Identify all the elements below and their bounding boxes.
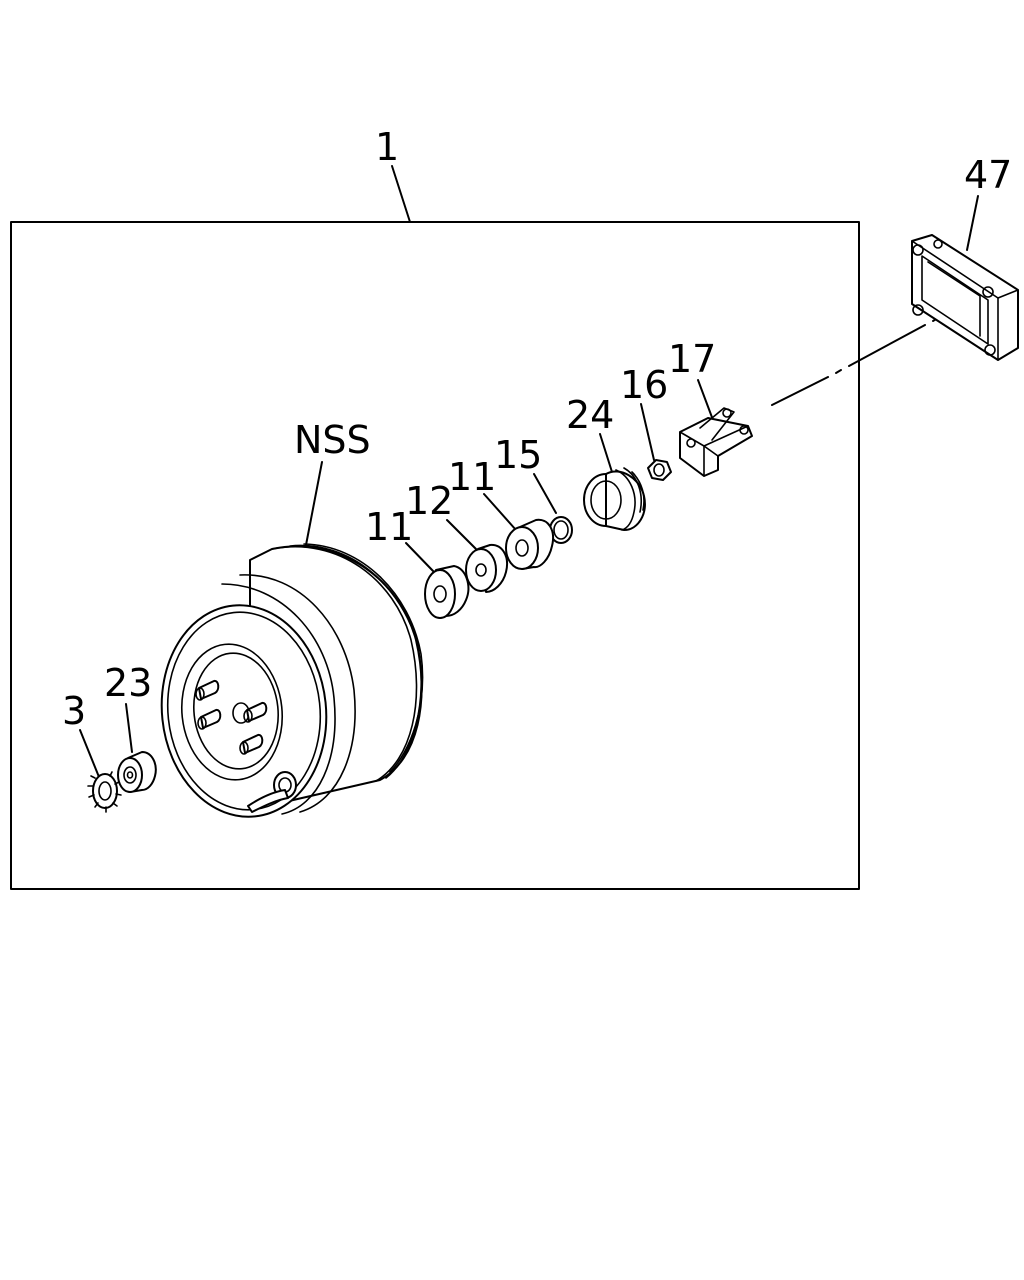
brake-booster [160,543,424,818]
callout-clevis: 17 [668,337,716,381]
callout-nut: 16 [620,363,668,407]
callout-seal: 23 [104,661,152,705]
boot [583,467,646,531]
callout-washer: 12 [405,479,453,523]
callout-lock-washer: 3 [62,689,86,733]
callout-grommet-lower: 11 [365,505,413,549]
callout-booster: NSS [294,418,371,462]
vacuum-fitting [247,771,297,813]
grommet-lower [424,565,470,619]
callout-bracket: 47 [964,153,1012,197]
nut [647,459,672,481]
callout-grommet-upper: 11 [448,455,496,499]
callout-boot: 24 [566,393,614,437]
mounting-bracket [911,234,1019,361]
washer [465,543,508,593]
callout-assembly: 1 [375,125,399,169]
seal [117,751,157,793]
assembly-frame [10,221,860,890]
leader-lines [79,165,979,778]
center-line [771,317,939,406]
lock-washer [87,771,122,813]
callout-ring: 15 [494,433,542,477]
grommet-upper [505,518,554,570]
clevis [679,407,753,477]
booster-studs [195,679,268,755]
